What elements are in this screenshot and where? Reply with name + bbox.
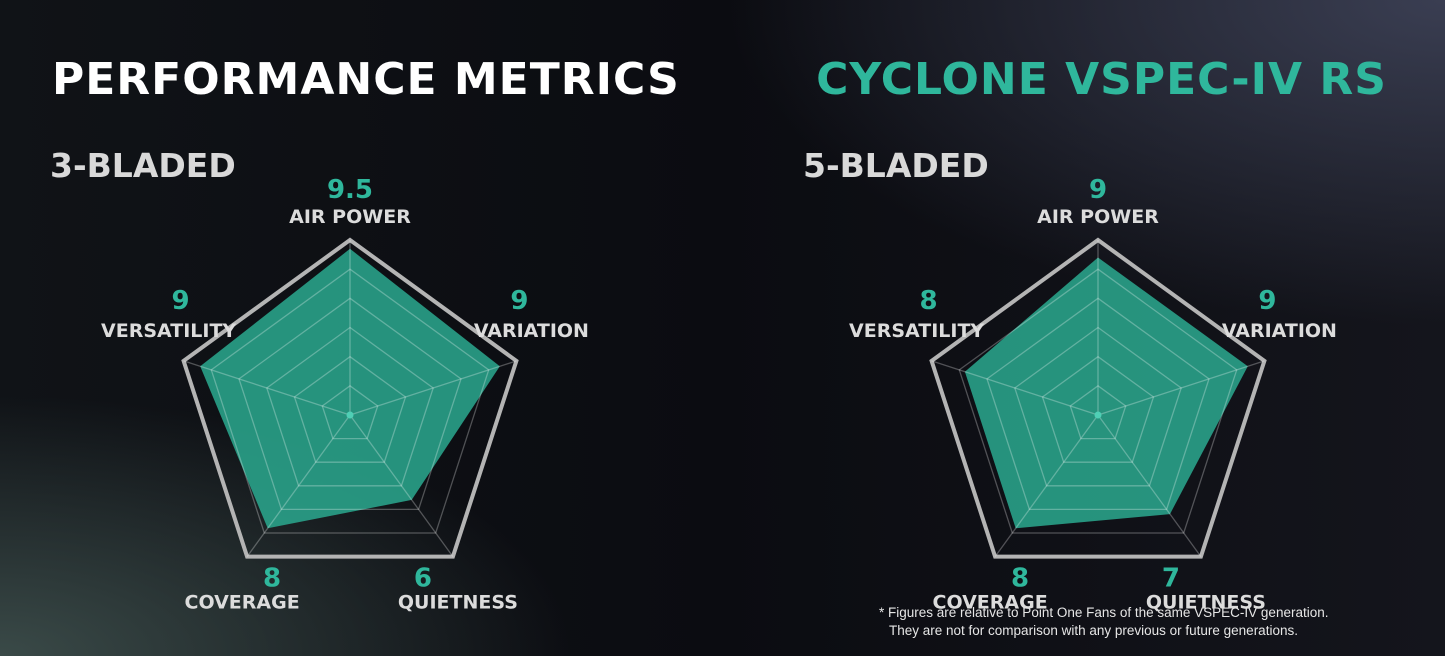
radar-grid-ring (238, 297, 462, 511)
radar-grid-ring (1041, 355, 1155, 463)
chart-title-5-bladed: 5-BLADED (803, 146, 989, 185)
radar-spoke (183, 360, 351, 416)
radar-grid-ring (321, 384, 379, 440)
radar-center-dot (1094, 411, 1102, 419)
value-label-variation: 9 (1258, 286, 1276, 316)
value-label-coverage: 8 (263, 564, 281, 594)
radar-grid-ring (266, 326, 434, 487)
axis-label-variation: VARIATION (474, 320, 589, 342)
chart-title-3-bladed: 3-BLADED (50, 146, 236, 185)
radar-grid-ring (1069, 384, 1127, 440)
footnote-line-2: They are not for comparison with any pre… (889, 623, 1298, 638)
radar-spoke (246, 414, 351, 557)
axis-label-versatility: VERSATILITY (849, 320, 984, 342)
radar-spoke (349, 360, 517, 416)
radar-spoke (994, 414, 1099, 557)
radar-data-area (964, 257, 1248, 529)
axis-label-quietness: QUIETNESS (1146, 592, 1266, 614)
radar-grid-ring (1014, 326, 1182, 487)
radar-data-area (200, 248, 500, 529)
radar-outline (929, 237, 1267, 559)
footnote-line-1: * Figures are relative to Point One Fans… (879, 605, 1329, 620)
value-label-air-power: 9 (1089, 175, 1107, 205)
axis-label-coverage: COVERAGE (185, 592, 300, 614)
radar-spoke (931, 360, 1099, 416)
page-title: PERFORMANCE METRICS (52, 54, 680, 105)
value-label-quietness: 6 (414, 564, 432, 594)
value-label-air-power: 9.5 (327, 175, 373, 205)
radar-outline (181, 237, 519, 559)
axis-label-variation: VARIATION (1222, 320, 1337, 342)
value-label-versatility: 8 (920, 286, 938, 316)
axis-label-versatility: VERSATILITY (101, 320, 236, 342)
radar-grid-ring (293, 355, 407, 463)
value-label-quietness: 7 (1162, 564, 1180, 594)
value-label-versatility: 9 (172, 286, 190, 316)
radar-spoke (1097, 414, 1202, 557)
footnote: * Figures are relative to Point One Fans… (879, 604, 1399, 640)
axis-label-quietness: QUIETNESS (398, 592, 518, 614)
radar-spoke (1097, 360, 1265, 416)
axis-label-air-power: AIR POWER (289, 206, 411, 228)
axis-label-air-power: AIR POWER (1037, 206, 1159, 228)
radar-center-dot (346, 411, 354, 419)
radar-grid-ring (210, 268, 490, 534)
radar-spoke (349, 414, 454, 557)
radar-grid-ring (958, 268, 1238, 534)
product-name: CYCLONE VSPEC-IV RS (816, 54, 1387, 105)
axis-label-coverage: COVERAGE (933, 592, 1048, 614)
value-label-coverage: 8 (1011, 564, 1029, 594)
radar-grid-ring (986, 297, 1210, 511)
radar-chart-5-bladed: AIR POWER9VARIATION9QUIETNESS7COVERAGE8V… (849, 175, 1337, 614)
value-label-variation: 9 (510, 286, 528, 316)
